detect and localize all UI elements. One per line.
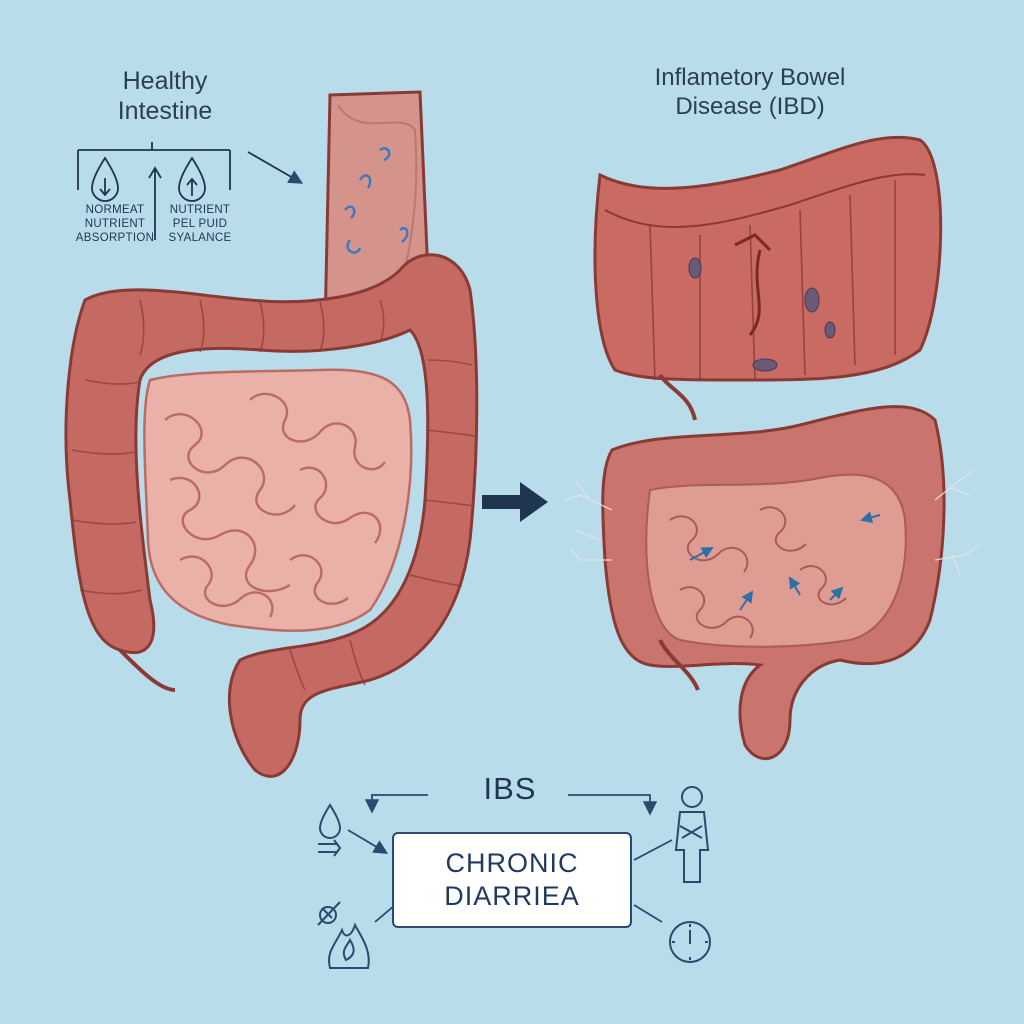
- normal-label-line3: ABSORPTION: [75, 231, 155, 244]
- diagnosis-line1: CHRONIC: [445, 848, 579, 879]
- ibd-title-line2: Disease (IBD): [675, 92, 825, 120]
- fire-pain-icon: [317, 901, 370, 969]
- healthy-intestine-title: Healthy Intestine: [70, 66, 260, 126]
- normal-label-line2: NUTRIENT: [84, 217, 146, 230]
- droplet-up-icon: [178, 156, 206, 202]
- nutrient-label-line2: PEL PUID: [172, 217, 228, 230]
- ibd-title-line1: Inflametory Bowel: [654, 64, 846, 91]
- normal-absorption-label: NORMEAT NUTRIENT ABSORPTION: [70, 204, 160, 245]
- stomach-pain-person-icon: [674, 786, 710, 883]
- nutrient-label-line1: NUTRIENT: [169, 204, 231, 216]
- healthy-title-line2: Intestine: [117, 97, 213, 125]
- nutrient-label-line3: SYALANCE: [168, 231, 232, 244]
- diagnosis-line2: DIARRIEA: [444, 881, 580, 911]
- healthy-title-line1: Healthy: [122, 67, 208, 95]
- ibd-title: Inflametory Bowel Disease (IBD): [600, 64, 900, 122]
- ibd-inflamed-intestine: [564, 405, 981, 761]
- transition-arrow: [482, 482, 548, 522]
- healthy-intestine-diagram: [64, 90, 479, 778]
- chronic-diarrhea-box: CHRONIC DIARRIEA: [392, 832, 632, 928]
- healthy-colon-segments: [71, 299, 477, 691]
- pointer-arrow: [247, 151, 304, 184]
- droplet-down-icon: [91, 156, 119, 202]
- ibs-connectors: [347, 794, 673, 923]
- water-drop-icon: [318, 803, 342, 857]
- ibd-colon-cross-section: [593, 135, 943, 421]
- nutrient-balance-label: NUTRIENT PEL PUID SYALANCE: [160, 204, 240, 245]
- healthy-annotation: [77, 142, 304, 240]
- normal-label-line1: NORMEAT: [85, 204, 145, 216]
- healthy-small-intestine: [143, 368, 413, 632]
- up-arrow: [148, 166, 162, 240]
- healthy-colon: [64, 253, 479, 778]
- healthy-small-intestine-folds: [164, 392, 386, 618]
- ibs-title: IBS: [483, 771, 537, 806]
- clock-icon: [669, 921, 711, 963]
